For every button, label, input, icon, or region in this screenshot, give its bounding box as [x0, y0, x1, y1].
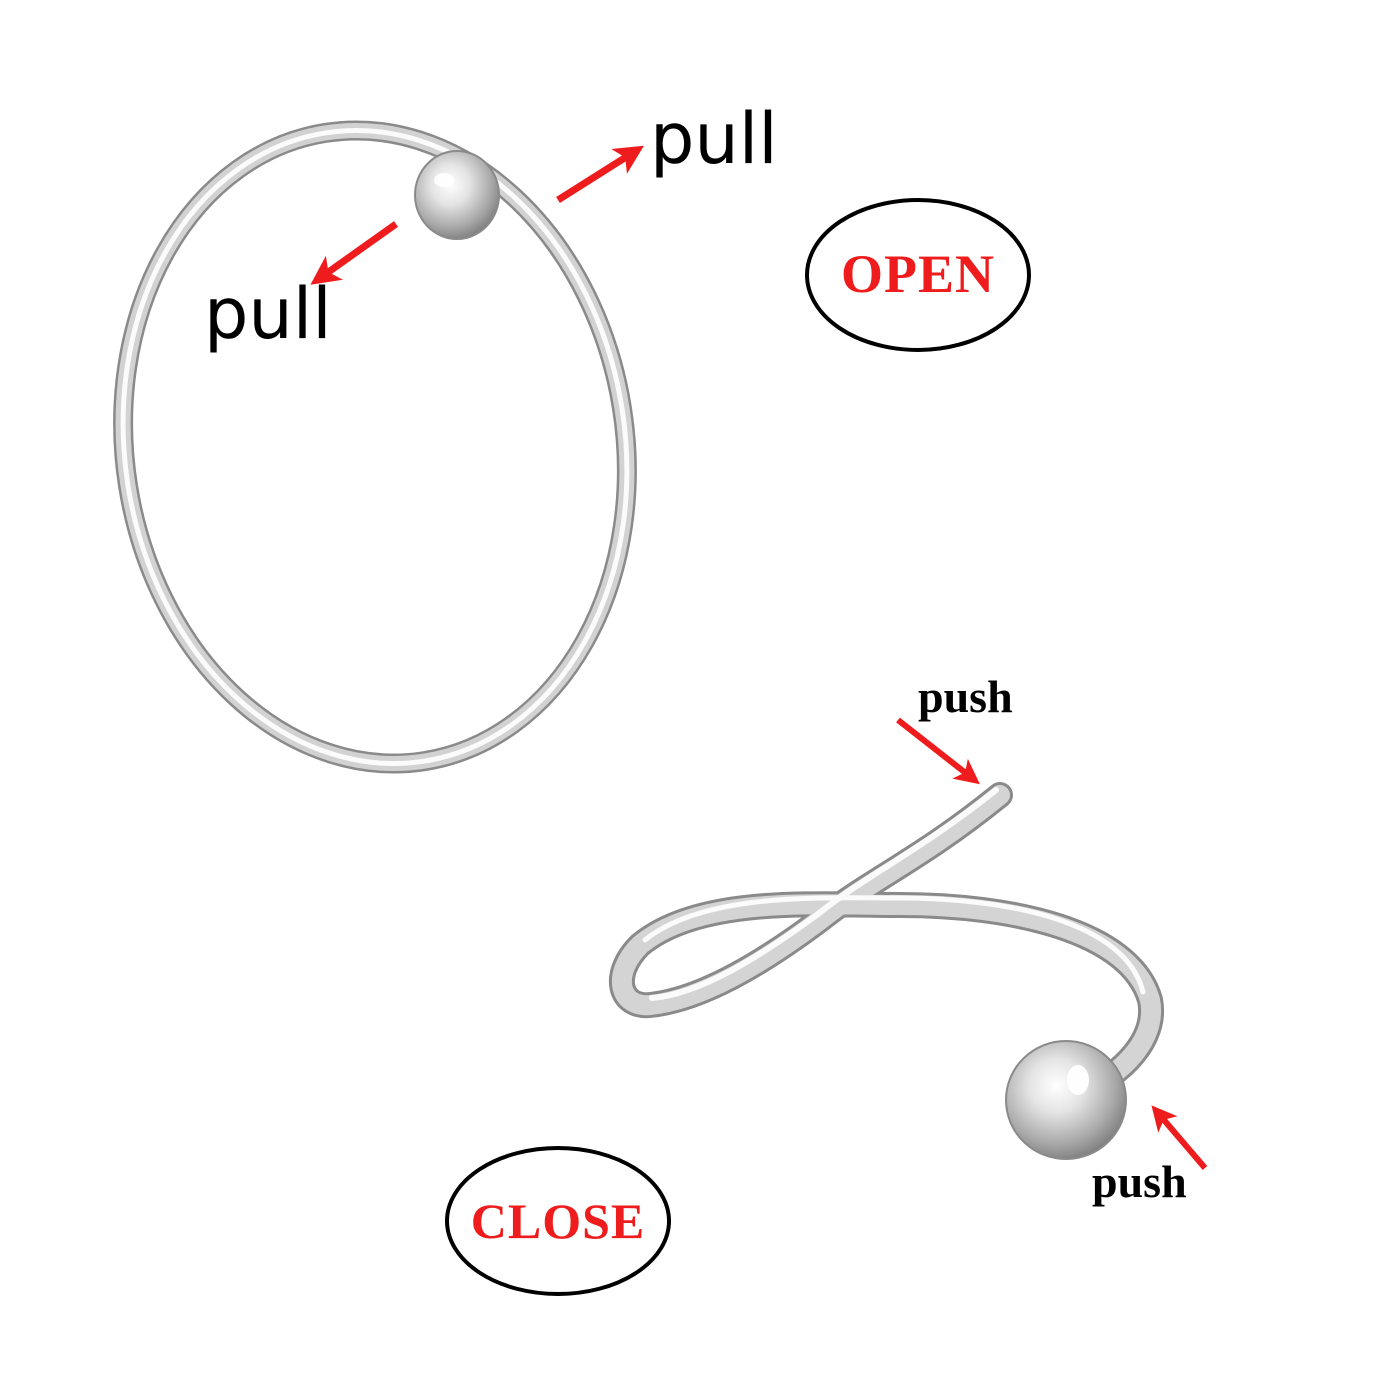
- red-arrow-icon: [1151, 1105, 1208, 1170]
- push-label-lower: push: [1092, 1156, 1187, 1207]
- close-badge-label: CLOSE: [471, 1193, 646, 1249]
- close-badge: CLOSE: [445, 1146, 671, 1296]
- open-badge-label: OPEN: [841, 244, 995, 304]
- twisted-nose-ring-icon: [609, 782, 1165, 1160]
- pull-label-lower: pull: [204, 273, 332, 355]
- push-label-upper: push: [918, 671, 1013, 722]
- hoop-ring-with-ball-icon: [113, 120, 637, 774]
- red-arrow-icon: [896, 717, 980, 785]
- pull-label-upper: pull: [650, 98, 778, 180]
- red-arrow-icon: [556, 145, 644, 203]
- red-arrow-icon: [310, 221, 399, 285]
- open-badge: OPEN: [805, 198, 1031, 352]
